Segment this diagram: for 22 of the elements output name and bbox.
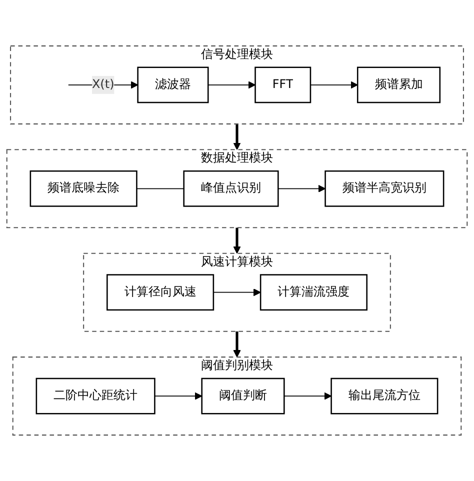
- arrow: [233, 124, 241, 150]
- node-box: 频谱半高宽识别: [324, 170, 444, 207]
- node-box: 输出尾流方位: [330, 378, 438, 414]
- node-box: 计算湍流强度: [260, 274, 368, 311]
- arrow: [310, 81, 358, 89]
- arrow: [233, 228, 241, 254]
- arrow: [213, 288, 261, 296]
- node-box: 频谱累加: [356, 66, 441, 104]
- edge-label: X(t): [92, 78, 114, 92]
- node-box: 滤波器: [137, 66, 209, 104]
- arrow: [284, 392, 332, 400]
- arrow: [208, 81, 256, 89]
- node-box: FFT: [254, 66, 312, 104]
- node-box: 计算径向风速: [106, 274, 214, 311]
- node-box: 频谱底噪去除: [30, 170, 138, 207]
- node-box: 阈值判断: [201, 378, 285, 414]
- arrow: [233, 331, 241, 358]
- node-box: 峰值点识别: [183, 170, 279, 207]
- arrow: [278, 184, 326, 192]
- connector: [136, 188, 184, 190]
- node-box: 二阶中心距统计: [36, 378, 156, 414]
- arrow: [154, 392, 202, 400]
